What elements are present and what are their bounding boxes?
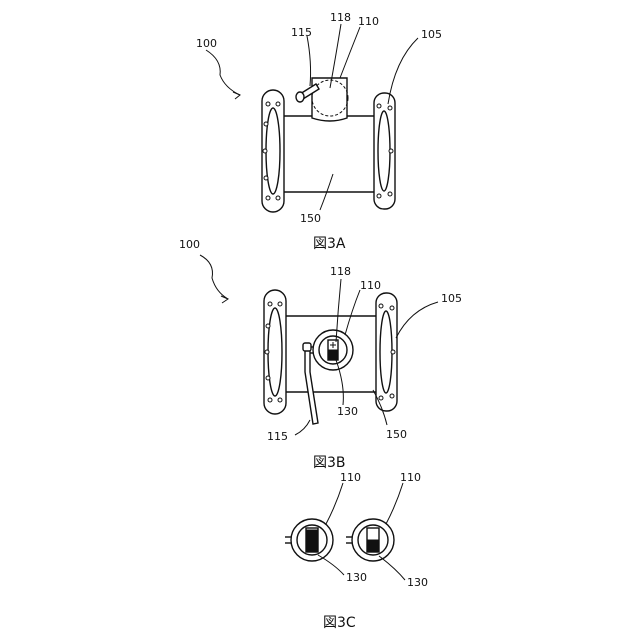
meter-housing-3a <box>312 78 348 121</box>
label-110-3b: 110 <box>360 279 381 292</box>
label-118-3b: 118 <box>330 265 351 278</box>
dial-3c-left <box>285 519 333 561</box>
label-150-3a: 150 <box>300 212 321 225</box>
label-100-3a: 100 <box>196 37 217 50</box>
right-flange-3b <box>376 293 397 411</box>
label-150-3b: 150 <box>386 428 407 441</box>
caption-3c: 図3C <box>323 615 356 631</box>
pipe-body-3a <box>283 116 386 192</box>
caption-3a: 図3A <box>313 236 346 252</box>
left-flange-3b <box>264 290 286 414</box>
label-110-3a: 110 <box>358 15 379 28</box>
label-105-3a: 105 <box>421 28 442 41</box>
label-115-3b: 115 <box>267 430 288 443</box>
figure-3c: 110 110 130 130 図3C <box>285 471 428 631</box>
label-110-3c-left: 110 <box>340 471 361 484</box>
label-105-3b: 105 <box>441 292 462 305</box>
figure-3b: 100 118 110 105 130 150 115 図3B <box>179 238 462 471</box>
figure-3a: 100 118 115 110 105 150 図3A <box>196 11 442 252</box>
dial-3b <box>308 330 353 370</box>
label-130-3c-left: 130 <box>346 571 367 584</box>
dial-3c-right <box>346 519 394 561</box>
caption-3b: 図3B <box>313 455 346 471</box>
label-130-3c-right: 130 <box>407 576 428 589</box>
label-100-3b: 100 <box>179 238 200 251</box>
indicator-fill-3c-left <box>306 530 318 552</box>
indicator-fill-3c-right <box>367 540 379 552</box>
label-115-3a: 115 <box>291 26 312 39</box>
label-130-3b: 130 <box>337 405 358 418</box>
right-flange-3a <box>374 93 395 209</box>
left-flange-3a <box>262 90 284 212</box>
label-110-3c-right: 110 <box>400 471 421 484</box>
label-118-3a: 118 <box>330 11 351 24</box>
